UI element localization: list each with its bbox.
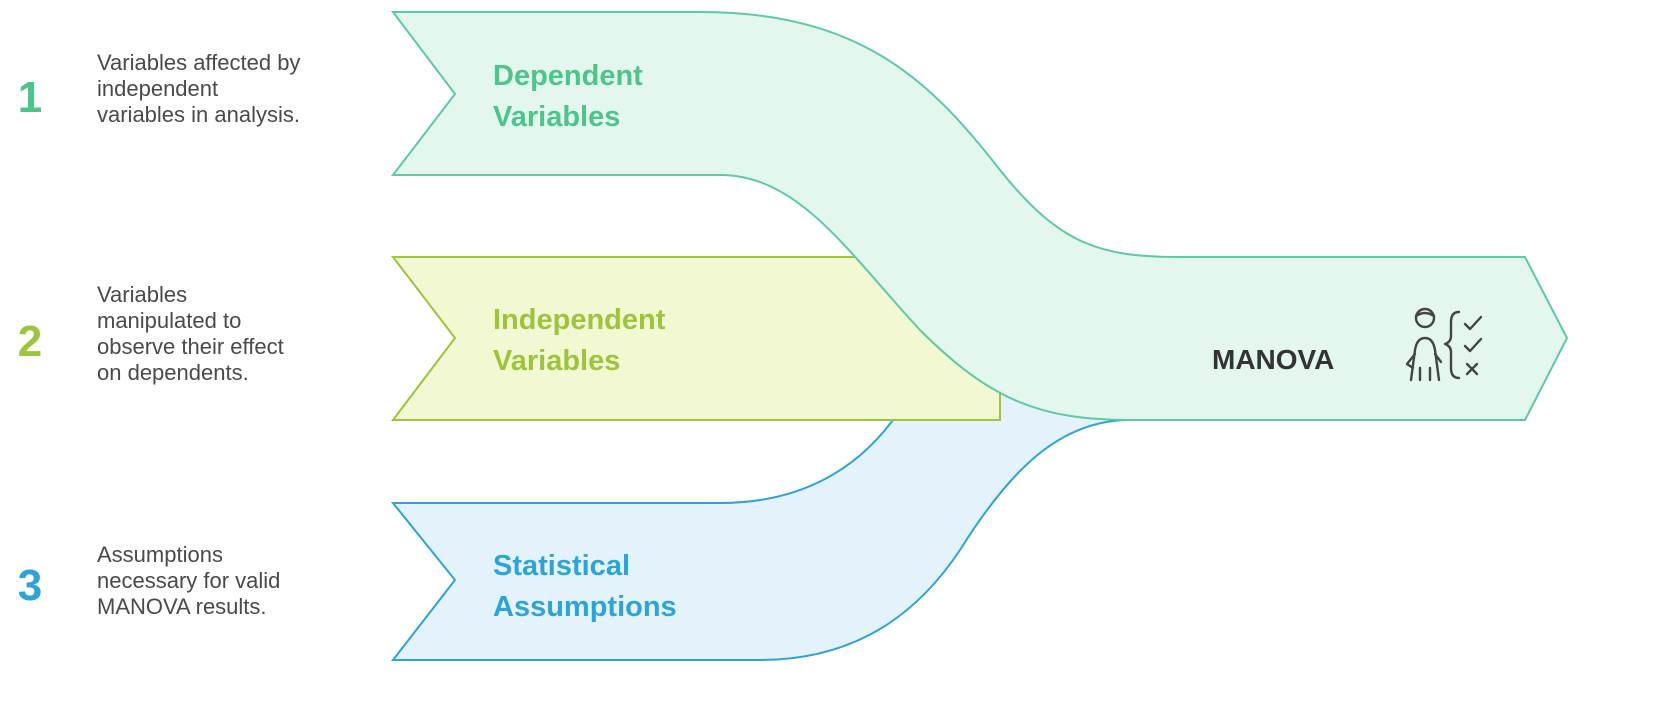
description-line: MANOVA results. <box>97 594 267 619</box>
description-line: necessary for valid <box>97 568 281 593</box>
step-number: 3 <box>17 561 43 610</box>
step-description: Variables affected by independent variab… <box>97 50 397 128</box>
band-label-line: Variables <box>493 345 621 377</box>
step-number: 1 <box>17 73 43 122</box>
step-number: 2 <box>17 317 43 366</box>
band-label-line: Assumptions <box>493 591 677 623</box>
description-line: Assumptions <box>97 542 223 567</box>
band-label-line: Dependent <box>493 60 643 92</box>
description-line: Variables affected by <box>97 50 301 75</box>
manova-label: MANOVA <box>1212 344 1335 375</box>
step-description: Assumptions necessary for valid MANOVA r… <box>97 542 397 620</box>
band-label: Independent Variables <box>493 300 665 382</box>
step-description: Variables manipulated to observe their e… <box>97 282 397 386</box>
band-dependent-variables <box>390 11 1569 421</box>
description-line: manipulated to <box>97 308 242 333</box>
description-line: on dependents. <box>97 360 249 385</box>
description-line: variables in analysis. <box>97 102 300 127</box>
band-label: Statistical Assumptions <box>493 546 677 628</box>
description-line: Variables <box>97 282 188 307</box>
description-line: independent <box>97 76 219 101</box>
band-label-line: Statistical <box>493 550 630 582</box>
band-label-line: Variables <box>493 101 621 133</box>
description-line: observe their effect <box>97 334 284 359</box>
band-label: Dependent Variables <box>493 56 643 138</box>
analyst-checklist-icon <box>1405 307 1483 382</box>
band-label-line: Independent <box>493 304 666 336</box>
